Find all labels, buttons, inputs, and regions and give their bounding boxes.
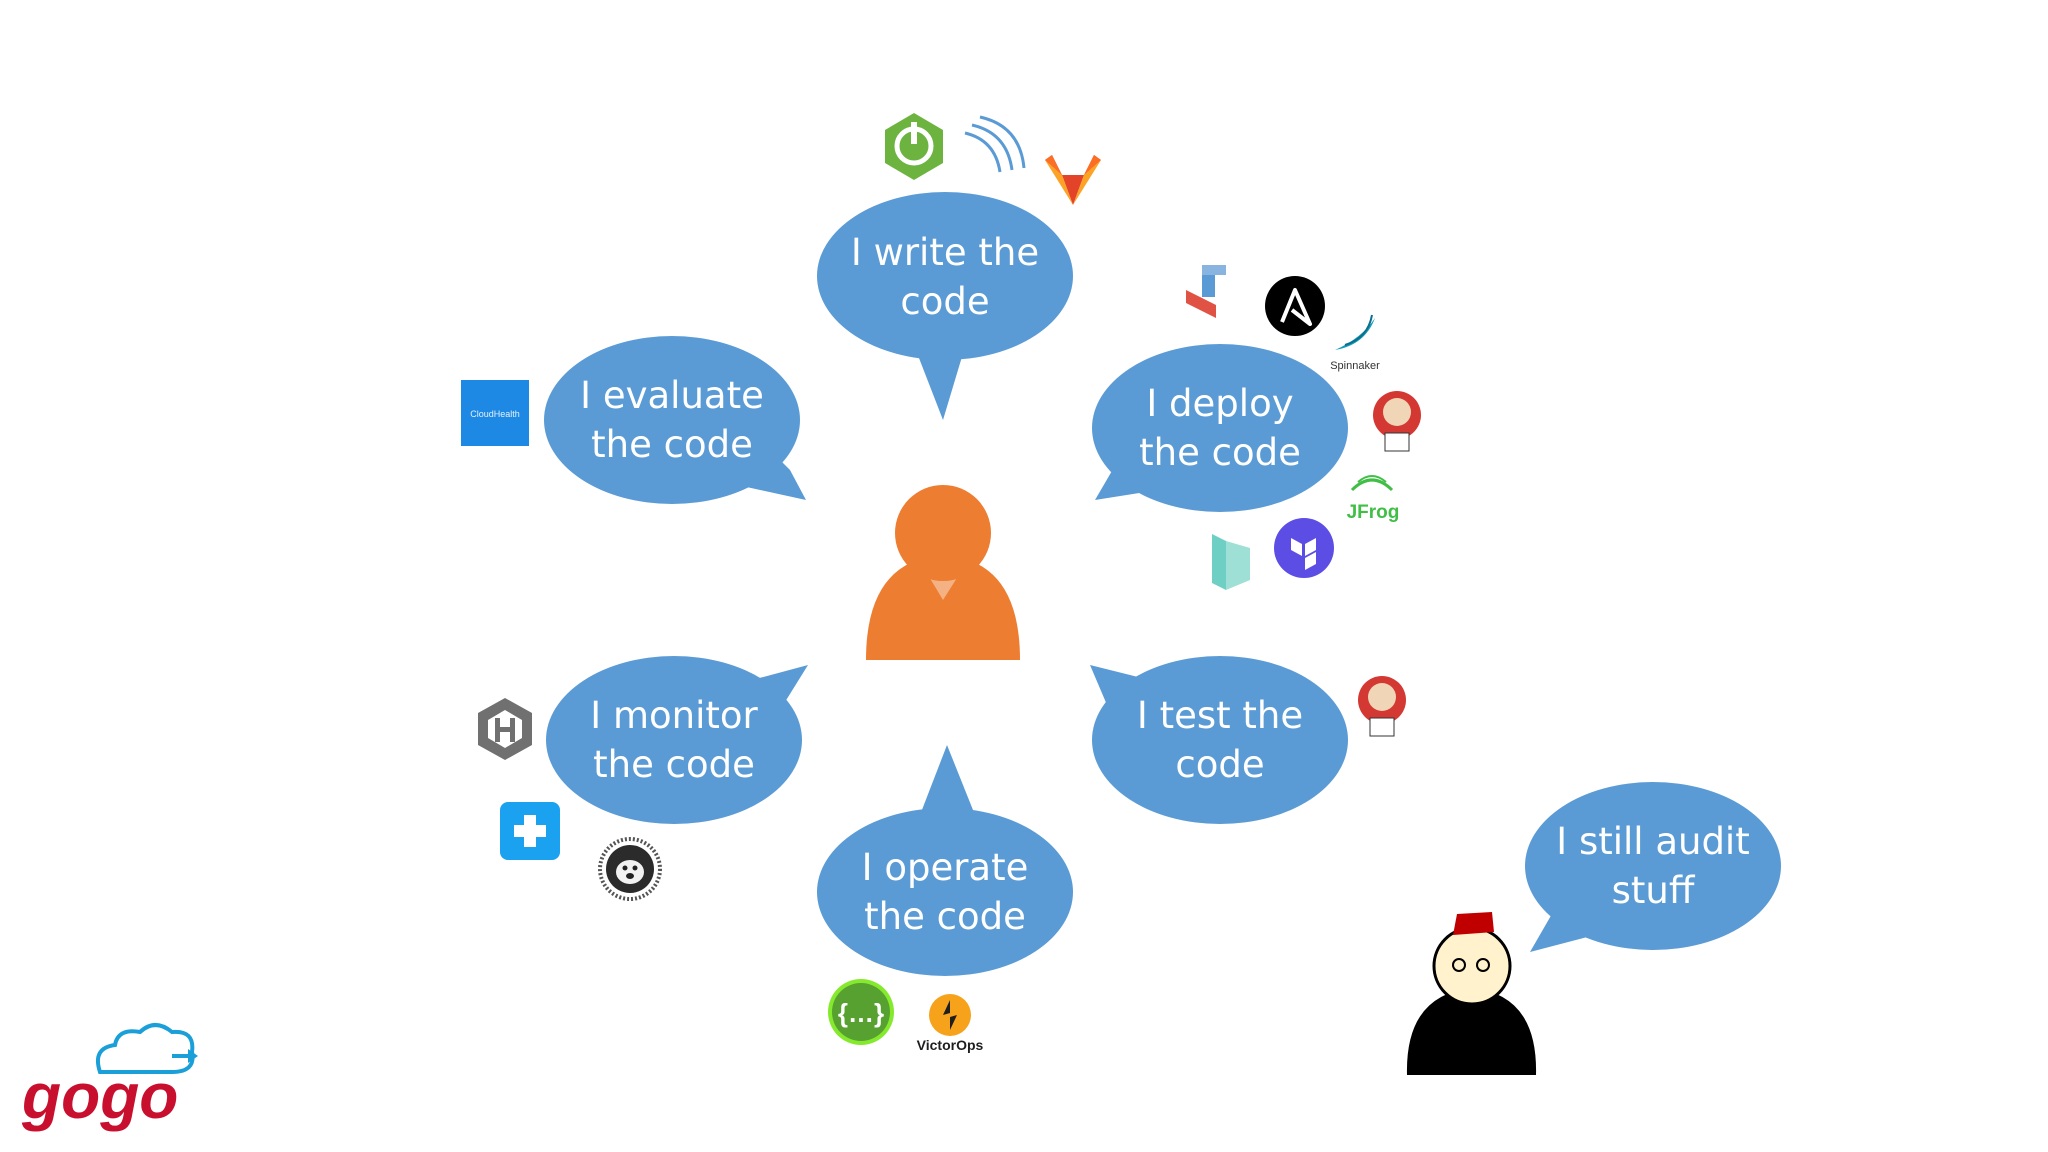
spring-boot-icon [885,113,943,180]
gogo-logo-text: gogo [21,1060,178,1132]
jfrog-icon: JFrog [1347,475,1400,523]
spinnaker-label: Spinnaker [1330,360,1380,372]
bubble-evaluate-line1: I evaluate [580,374,764,417]
bubble-evaluate: I evaluate the code [544,336,806,504]
spinnaker-icon: Spinnaker [1330,314,1380,372]
bubble-monitor-line2: the code [593,743,755,786]
bubble-operate-line1: I operate [862,846,1029,889]
bubble-deploy-line1: I deploy [1146,382,1293,425]
honeycomb-icon [478,698,532,760]
terraform-icon [1274,518,1334,578]
bubble-monitor: I monitor the code [546,656,808,824]
swagger-icon: {…} [828,979,894,1045]
bubble-evaluate-line2: the code [591,423,753,466]
cloudhealth-icon: CloudHealth [461,380,529,446]
bubble-deploy: I deploy the code [1092,344,1348,512]
bubble-write: I write the code [817,192,1073,420]
gogo-logo: gogo [21,1023,198,1132]
bubble-write-line2: code [900,280,989,323]
bubble-audit-line1: I still audit [1556,820,1749,863]
packer-icon [1212,534,1250,590]
bubble-write-line1: I write the [851,231,1039,274]
bubble-audit: I still audit stuff [1525,782,1781,952]
bubble-operate-line2: the code [864,895,1026,938]
person-figure [866,485,1020,660]
auditor-figure [1406,912,1537,1075]
bubble-test-line1: I test the [1137,694,1303,737]
datadog-dog-icon [598,837,662,901]
bubble-test-line2: code [1175,743,1264,786]
bubble-test: I test the code [1090,656,1348,824]
jenkins-icon [1373,391,1421,452]
jfrog-label: JFrog [1347,502,1400,523]
bubble-deploy-line2: the code [1139,431,1301,474]
svg-text:{…}: {…} [838,998,884,1028]
ansible-icon [1265,276,1325,336]
jenkins-icon-test [1358,676,1406,737]
aws-codedeploy-icon [1186,265,1226,318]
gitlab-icon [1045,155,1101,205]
bubble-operate: I operate the code [817,745,1073,976]
bubble-audit-line2: stuff [1612,869,1696,912]
victorops-label: VictorOps [917,1037,984,1053]
newrelic-plus-icon [500,802,560,860]
cloudhealth-label: CloudHealth [470,409,520,419]
victorops-icon: VictorOps [917,994,984,1053]
bubble-monitor-line1: I monitor [590,694,758,737]
swagger-signal-icon [964,115,1026,173]
